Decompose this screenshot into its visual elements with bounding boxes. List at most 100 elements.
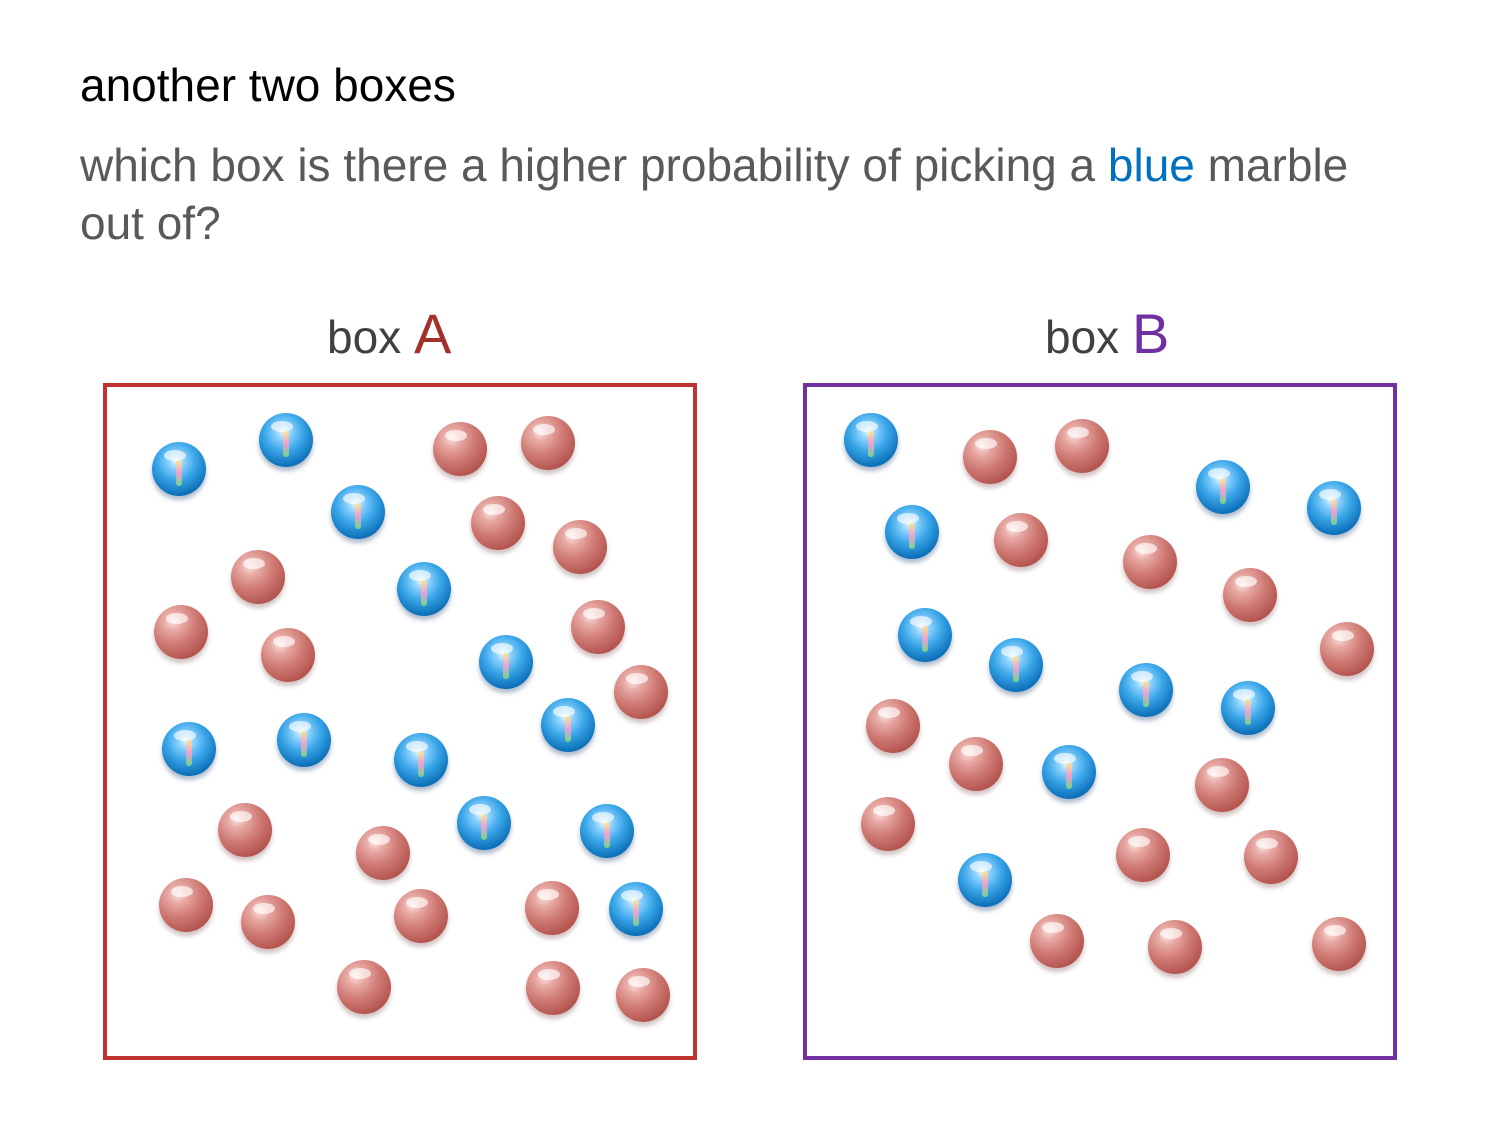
marble-gloss [289,721,311,732]
red-marble [526,961,580,1015]
marble-gloss [1001,646,1023,657]
red-marble [1116,828,1170,882]
marble-gloss [171,886,193,897]
marble-gloss [537,889,559,900]
marble-gloss [1067,427,1089,438]
marble-swirl [1331,499,1337,525]
red-marble [218,803,272,857]
blue-marble [1307,481,1361,535]
blue-marble [1042,745,1096,799]
marble-gloss [1233,689,1255,700]
blue-marble [989,638,1043,692]
marble-gloss [1332,630,1354,641]
blue-marble [479,635,533,689]
marble-gloss [230,811,252,822]
blue-marble [609,882,663,936]
red-marble [994,513,1048,567]
red-marble [1223,568,1277,622]
marble-gloss [878,707,900,718]
marble-gloss [406,897,428,908]
marble-gloss [1324,925,1346,936]
red-marble [521,416,575,470]
marble-gloss [273,636,295,647]
marble-gloss [1135,543,1157,554]
blue-marble [898,608,952,662]
marble-gloss [626,673,648,684]
marble-swirl [283,431,289,457]
marble-swirl [604,822,610,848]
marble-swirl [503,653,509,679]
marble-gloss [565,528,587,539]
marble-gloss [628,976,650,987]
box-a-letter: A [413,302,452,365]
marble-swirl [565,716,571,742]
marble-swirl [1066,763,1072,789]
marble-gloss [483,504,505,515]
question-highlight-blue: blue [1107,139,1195,191]
question-text-before: which box is there a higher probability … [80,139,1108,191]
blue-marble [162,722,216,776]
box-b-letter: B [1131,302,1170,365]
marble-gloss [970,861,992,872]
red-marble [949,737,1003,791]
marble-swirl [982,871,988,897]
blue-marble [394,733,448,787]
marble-swirl [909,523,915,549]
marble-gloss [975,438,997,449]
marble-swirl [418,751,424,777]
blue-marble [1196,460,1250,514]
blue-marble [331,485,385,539]
blue-marble [152,442,206,496]
blue-marble [457,796,511,850]
red-marble [571,600,625,654]
marble-gloss [961,745,983,756]
marble-gloss [1042,922,1064,933]
red-marble [525,881,579,935]
marble-gloss [349,968,371,979]
blue-marble [277,713,331,767]
marble-gloss [583,608,605,619]
marble-gloss [1256,838,1278,849]
marble-gloss [271,421,293,432]
red-marble [1195,758,1249,812]
marble-swirl [1143,681,1149,707]
blue-marble [844,413,898,467]
red-marble [356,826,410,880]
red-marble [1055,419,1109,473]
red-marble [394,889,448,943]
red-marble [1320,622,1374,676]
marble-gloss [445,430,467,441]
marble-gloss [873,805,895,816]
marble-swirl [1220,478,1226,504]
red-marble [616,968,670,1022]
blue-marble [259,413,313,467]
box-b [803,383,1397,1060]
marble-swirl [1013,656,1019,682]
marble-swirl [176,460,182,486]
slide-title: another two boxes [80,59,456,111]
marble-gloss [343,493,365,504]
box-b-label-prefix: box [1045,311,1132,363]
marble-gloss [1235,576,1257,587]
marble-gloss [409,570,431,581]
red-marble [1244,830,1298,884]
marble-swirl [633,900,639,926]
marble-gloss [1208,468,1230,479]
red-marble [861,797,915,851]
box-a-label: box A [327,300,451,367]
red-marble [1312,917,1366,971]
marble-gloss [1006,521,1028,532]
box-a-label-prefix: box [327,311,414,363]
marble-gloss [368,834,390,845]
question-text: which box is there a higher probability … [80,136,1380,252]
red-marble [963,430,1017,484]
red-marble [553,520,607,574]
red-marble [614,665,668,719]
marble-swirl [301,731,307,757]
blue-marble [1119,663,1173,717]
marble-gloss [1160,928,1182,939]
marble-gloss [910,616,932,627]
marble-gloss [164,450,186,461]
marble-gloss [166,613,188,624]
red-marble [1030,914,1084,968]
